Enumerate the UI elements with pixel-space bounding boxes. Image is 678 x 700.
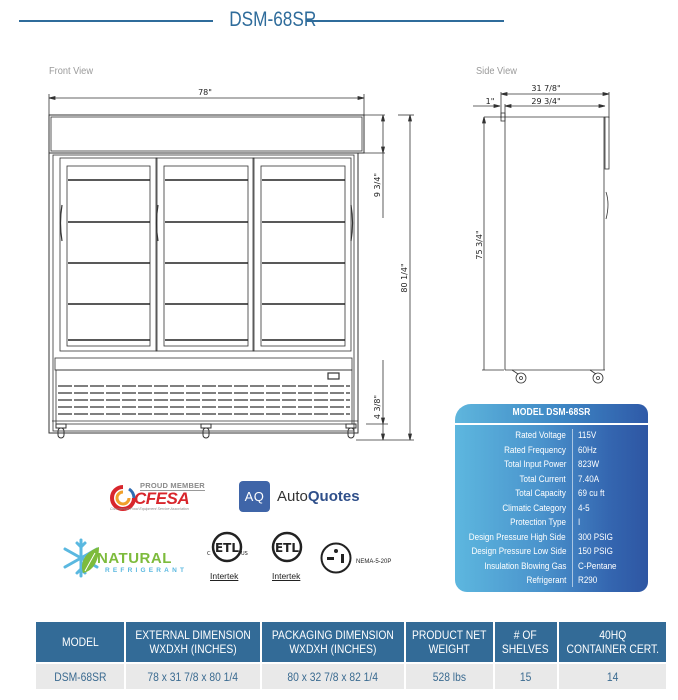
side-height-dim: 75 3/4" <box>475 230 484 259</box>
spec-divider <box>572 429 573 587</box>
front-height-dim: 80 1/4" <box>400 263 409 292</box>
title-rule-left <box>19 20 213 22</box>
etl1-caption: Intertek <box>210 571 239 581</box>
side-body-depth-dim: 29 3/4" <box>531 97 560 106</box>
nema-label: NEMA-5-20P <box>356 559 392 565</box>
etl-listed-c-us-icon: ETL C US <box>207 531 248 563</box>
side-door-dim: 1" <box>486 97 495 106</box>
front-base-dim: 4 3/8" <box>373 395 382 419</box>
natural-refrigerant-logo: NATURAL REFRIGERANT <box>61 537 196 582</box>
etl2-caption: Intertek <box>272 571 301 581</box>
nema-plug-icon <box>320 542 352 574</box>
cfesa-swirl-icon <box>110 485 136 511</box>
svg-text:C: C <box>207 551 211 557</box>
front-view-label: Front View <box>49 65 93 77</box>
svg-text:ETL: ETL <box>275 541 299 555</box>
front-view-drawing: 78" 9 3/4" 80 1/4" 4 3/8" <box>48 88 414 441</box>
snowflake-leaf-icon <box>63 538 99 578</box>
page-header: DSM-68SR <box>0 6 678 36</box>
spec-card-header: MODEL DSM-68SR <box>455 404 648 423</box>
side-overall-depth-dim: 31 7/8" <box>531 84 560 93</box>
spec-card-title: MODEL DSM-68SR <box>512 407 591 418</box>
svg-text:US: US <box>241 551 248 557</box>
table-row: DSM-68SR 78 x 31 7/8 x 80 1/4 80 x 32 7/… <box>36 664 667 689</box>
col-model: MODEL <box>36 622 124 662</box>
etl-sanitation-icon: ETL <box>271 531 303 563</box>
svg-text:ETL: ETL <box>215 541 239 555</box>
page-title: DSM-68SR <box>229 8 317 31</box>
front-top-dim: 9 3/4" <box>373 173 382 197</box>
title-rule-right <box>306 20 504 22</box>
cfesa-logo: PROUD MEMBER CFESA Commercial Food Equip… <box>110 481 205 511</box>
side-view-label: Side View <box>476 65 517 77</box>
autoquotes-logo: AQ AutoQuotes <box>239 481 379 513</box>
front-width-dim: 78" <box>198 88 212 97</box>
aq-icon: AQ <box>239 481 270 512</box>
